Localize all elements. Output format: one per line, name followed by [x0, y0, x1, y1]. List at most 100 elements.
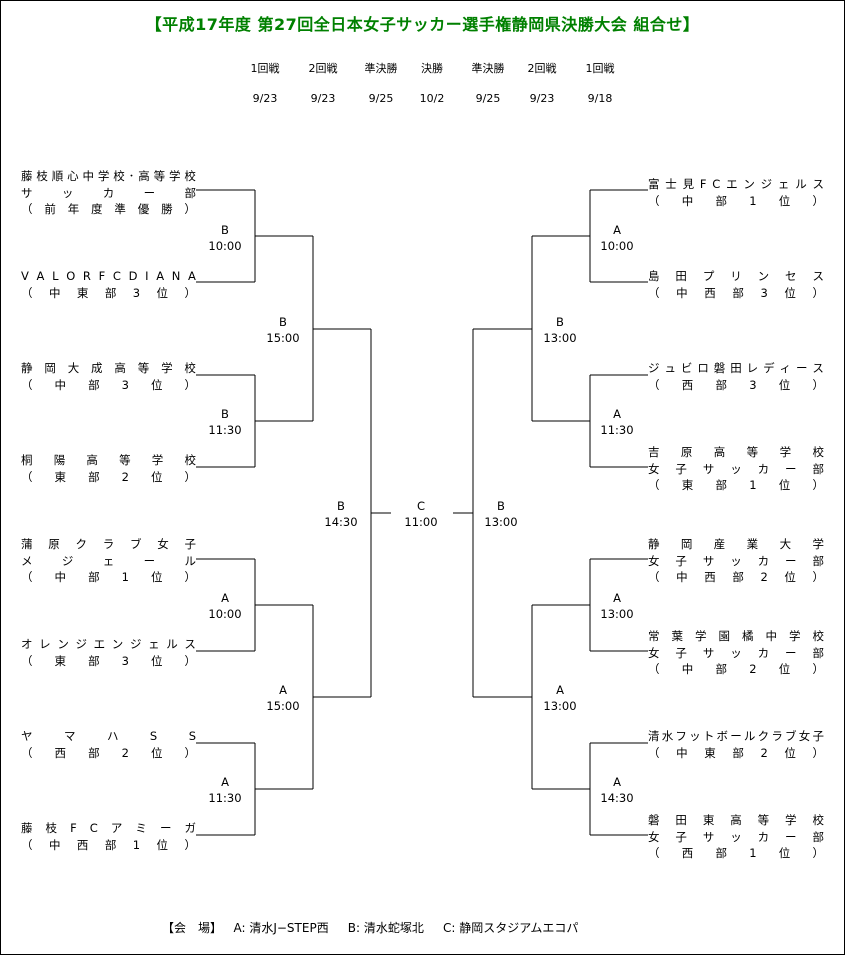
team-name-line: 女子サッカー部	[648, 553, 824, 568]
match-time: 14:30	[600, 791, 634, 805]
team-name-line: 磐田東高等学校	[648, 813, 824, 827]
team-name-line: 女子サッカー部	[648, 829, 824, 844]
round-name: 2回戦	[308, 62, 338, 75]
round-date: 9/25	[475, 92, 501, 105]
match-venue: A	[221, 775, 229, 789]
team-name-line: オレンジエンジェルス	[21, 637, 196, 651]
round-date: 9/23	[310, 92, 336, 105]
team-name-line: メジェール	[21, 553, 196, 568]
match-time: 13:00	[543, 331, 577, 345]
team-qualifier: （前年度準優勝）	[21, 202, 196, 216]
match-venue: A	[279, 683, 287, 697]
team-name-line: 常葉学園橘中学校	[648, 629, 824, 643]
match-venue: B	[497, 499, 505, 513]
team-name-line: 女子サッカー部	[648, 645, 824, 660]
round-date: 10/2	[419, 92, 445, 105]
venue-code: A	[233, 921, 242, 935]
left-team-1: 藤枝順心中学校･高等学校サッカー部 （前年度準優勝）	[21, 168, 196, 218]
match-time: 15:00	[266, 699, 300, 713]
match-r1d: A 14:30	[587, 774, 647, 806]
match-time: 11:30	[208, 423, 242, 437]
round-date: 9/25	[368, 92, 394, 105]
match-r2a: B 13:00	[530, 314, 590, 346]
match-venue: B	[337, 499, 345, 513]
team-name-line: サッカー部	[21, 185, 196, 200]
round-name: 準決勝	[471, 62, 505, 75]
match-venue: B	[221, 407, 229, 421]
team-name-line: 吉原高等学校	[648, 445, 824, 459]
match-r1a: A 10:00	[587, 222, 647, 254]
round-date: 9/23	[529, 92, 555, 105]
team-name-line: 島田プリンセス	[648, 269, 824, 283]
match-venue: A	[613, 775, 621, 789]
match-r1c: A 13:00	[587, 590, 647, 622]
match-l1d: A 11:30	[195, 774, 255, 806]
match-time: 10:00	[600, 239, 634, 253]
match-time: 11:00	[404, 515, 438, 529]
match-venue: A	[613, 591, 621, 605]
match-time: 10:00	[208, 239, 242, 253]
venue-name: 清水J−STEP西	[249, 921, 329, 935]
match-l3: B 14:30	[311, 498, 371, 530]
page-title: 【平成17年度 第27回全日本女子サッカー選手権静岡県決勝大会 組合せ】	[145, 15, 700, 34]
match-venue: A	[556, 683, 564, 697]
round-name: 1回戦	[585, 62, 615, 75]
match-time: 15:00	[266, 331, 300, 345]
match-final: C 11:00	[391, 498, 451, 530]
round-name: 準決勝	[364, 62, 398, 75]
match-time: 13:00	[600, 607, 634, 621]
match-time: 10:00	[208, 607, 242, 621]
round-name: 決勝	[421, 62, 443, 75]
team-name-line: 藤枝順心中学校･高等学校	[21, 169, 196, 183]
match-l1b: B 11:30	[195, 406, 255, 438]
match-venue: A	[613, 223, 621, 237]
team-name-line: ジュビロ磐田レディース	[648, 361, 824, 375]
venue-name: 清水蛇塚北	[363, 921, 424, 935]
match-time: 11:30	[208, 791, 242, 805]
match-venue: B	[556, 315, 564, 329]
venue-code: B	[347, 921, 357, 935]
team-name-line: 清水フットボールクラブ女子	[648, 729, 824, 743]
team-name-line: 蒲原クラブ女子	[21, 537, 196, 551]
team-name-line: 静岡大成高等学校	[21, 361, 196, 375]
match-l2b: A 15:00	[253, 682, 313, 714]
match-venue: B	[221, 223, 229, 237]
match-venue: C	[416, 499, 426, 513]
match-time: 14:30	[324, 515, 358, 529]
